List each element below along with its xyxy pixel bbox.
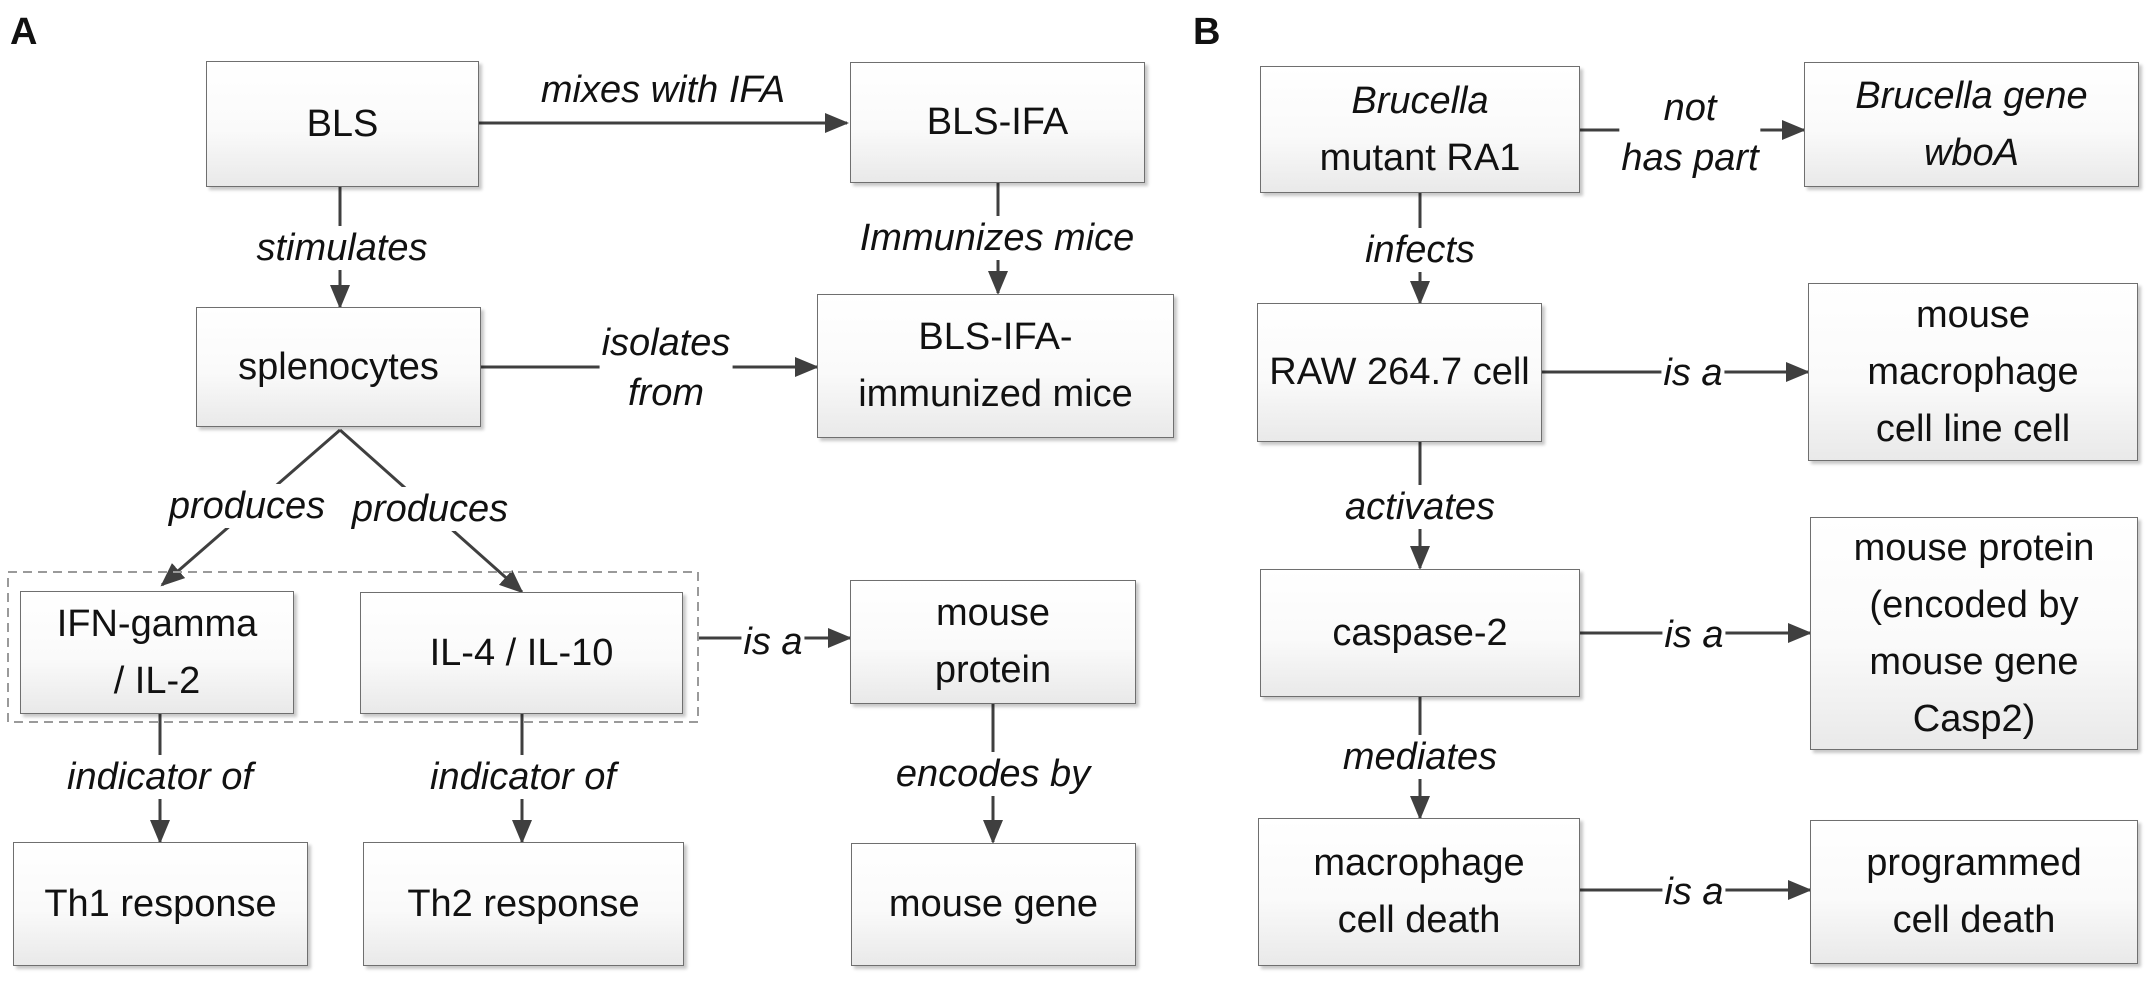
label-isolates-from: isolates from (599, 318, 733, 418)
node-caspase-2: caspase-2 (1260, 569, 1580, 697)
node-ifn-gamma-il2: IFN-gamma / IL-2 (20, 591, 294, 714)
label-encodes-by: encodes by (893, 752, 1093, 796)
node-mouse-macrophage-line: mouse macrophage cell line cell (1808, 283, 2138, 461)
label-activates: activates (1343, 485, 1497, 529)
label-produces-left: produces (166, 484, 328, 528)
label-indicator-th2: indicator of (428, 755, 618, 799)
brucella-strain: mutant RA1 (1319, 136, 1521, 179)
node-th2-response: Th2 response (363, 842, 684, 966)
panel-b-label: B (1193, 11, 1221, 53)
label-stimulates: stimulates (254, 226, 430, 270)
node-th1-response: Th1 response (13, 842, 308, 966)
node-mouse-protein-a: mouse protein (850, 580, 1136, 704)
label-is-a-programmed-death: is a (1662, 870, 1726, 914)
label-is-a-mouse-protein: is a (1662, 613, 1726, 657)
cytokine-group-outline (7, 571, 699, 723)
node-macrophage-cell-death: macrophage cell death (1258, 818, 1580, 966)
node-brucella-gene-wboa: Brucella gene wboA (1804, 62, 2139, 187)
wboa-label: Brucella gene wboA (1855, 74, 2088, 174)
node-splenocytes: splenocytes (196, 307, 481, 427)
node-il4-il10: IL-4 / IL-10 (360, 592, 683, 714)
node-bls: BLS (206, 61, 479, 187)
node-raw-264-cell: RAW 264.7 cell (1257, 303, 1542, 442)
node-mouse-protein-b: mouse protein (encoded by mouse gene Cas… (1810, 517, 2138, 750)
label-produces-right: produces (349, 487, 511, 531)
node-bls-ifa-immunized-mice: BLS-IFA- immunized mice (817, 294, 1174, 438)
label-not-has-part: not has part (1619, 83, 1761, 183)
label-mediates: mediates (1340, 735, 1500, 779)
node-mouse-gene: mouse gene (851, 843, 1136, 966)
label-is-a-macrophage-line: is a (1661, 351, 1725, 395)
label-immunizes-mice: Immunizes mice (857, 216, 1137, 260)
label-indicator-th1: indicator of (65, 755, 255, 799)
node-bls-ifa: BLS-IFA (850, 62, 1145, 183)
label-is-a-protein: is a (741, 620, 805, 664)
brucella-genus: Brucella (1351, 79, 1489, 122)
label-infects: infects (1363, 228, 1477, 272)
panel-a-label: A (10, 11, 38, 53)
label-mixes-with-ifa: mixes with IFA (538, 68, 788, 112)
node-programmed-cell-death: programmed cell death (1810, 820, 2138, 964)
node-brucella-mutant: Brucella mutant RA1 (1260, 66, 1580, 193)
